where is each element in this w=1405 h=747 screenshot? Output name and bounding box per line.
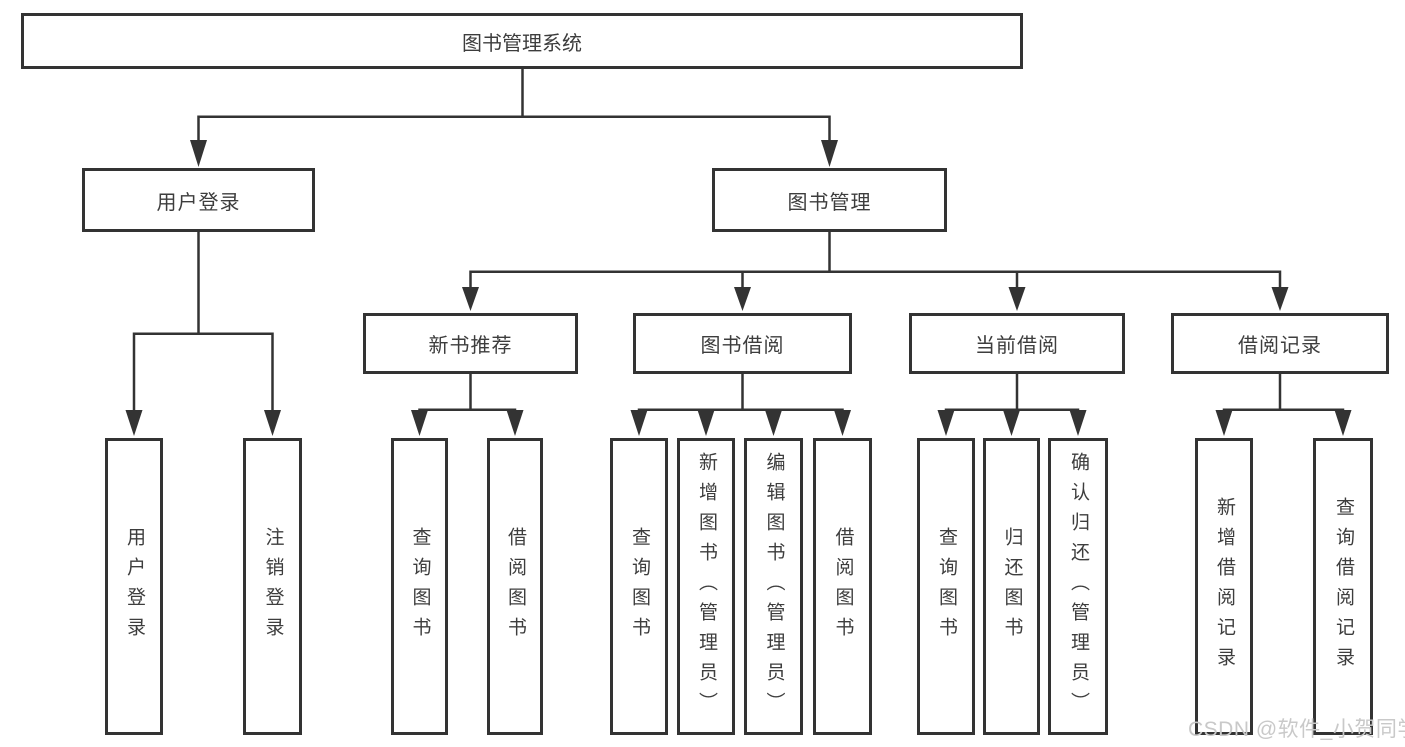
node-label: 注销登录 bbox=[262, 526, 284, 647]
arrowheads bbox=[125, 140, 1352, 436]
node-label: 图书管理系统 bbox=[462, 32, 582, 55]
arrow-head bbox=[1008, 287, 1026, 311]
node-book-management-system: 图书管理系统 bbox=[21, 13, 1023, 69]
arrow-head bbox=[411, 410, 428, 436]
node-label: 编辑图书（管理员） bbox=[763, 451, 785, 722]
connector-root-fork bbox=[197, 115, 831, 141]
arrow-head bbox=[506, 410, 524, 436]
node-label: 新书推荐 bbox=[428, 335, 513, 357]
connector-bookmgmt-fork bbox=[469, 270, 1282, 288]
node-logout-leaf: 注销登录 bbox=[243, 438, 302, 735]
arrow-head bbox=[834, 410, 851, 436]
arrow-head bbox=[1334, 410, 1352, 436]
node-label: 借阅记录 bbox=[1238, 335, 1322, 357]
arrow-head bbox=[190, 140, 207, 167]
connector-records-fork bbox=[1222, 408, 1345, 412]
node-label: 借阅图书 bbox=[505, 526, 526, 647]
arrow-head bbox=[462, 287, 479, 311]
node-new-book-recommend: 新书推荐 bbox=[363, 313, 578, 374]
arrow-head bbox=[1271, 287, 1289, 311]
connector-borrow-fork bbox=[637, 408, 844, 412]
node-edit-books-admin: 编辑图书（管理员） bbox=[744, 438, 803, 735]
arrow-head bbox=[937, 410, 955, 436]
node-label: 查询图书 bbox=[409, 526, 431, 647]
node-add-borrow-record: 新增借阅记录 bbox=[1195, 438, 1253, 735]
arrow-head bbox=[125, 410, 143, 436]
node-label: 查询借阅记录 bbox=[1333, 496, 1354, 677]
node-borrow-books-recommend: 借阅图书 bbox=[487, 438, 543, 735]
node-add-books-admin: 新增图书（管理员） bbox=[677, 438, 735, 735]
node-label: 归还图书 bbox=[1001, 526, 1023, 647]
node-book-borrow: 图书借阅 bbox=[633, 313, 852, 374]
connector-userlogin-fork bbox=[132, 332, 274, 411]
node-user-login-leaf: 用户登录 bbox=[105, 438, 163, 735]
node-user-login-branch: 用户登录 bbox=[82, 168, 315, 232]
node-label: 借阅图书 bbox=[832, 526, 854, 647]
node-label: 图书借阅 bbox=[700, 335, 785, 357]
node-label: 查询图书 bbox=[629, 526, 650, 647]
node-label: 查询图书 bbox=[936, 526, 957, 647]
arrow-head bbox=[264, 410, 281, 436]
node-book-management-branch: 图书管理 bbox=[712, 168, 947, 232]
node-query-books-recommend: 查询图书 bbox=[391, 438, 448, 735]
arrow-head bbox=[1069, 410, 1087, 436]
arrow-head bbox=[630, 410, 648, 436]
arrow-head bbox=[1003, 410, 1020, 436]
arrow-head bbox=[734, 287, 751, 311]
node-confirm-return-admin: 确认归还（管理员） bbox=[1048, 438, 1108, 735]
node-label: 用户登录 bbox=[156, 191, 241, 214]
arrow-head bbox=[765, 410, 782, 436]
arrow-head bbox=[821, 140, 838, 167]
node-query-books-borrow: 查询图书 bbox=[610, 438, 668, 735]
arrow-head bbox=[1215, 410, 1233, 436]
node-return-books: 归还图书 bbox=[983, 438, 1040, 735]
node-query-borrow-record: 查询借阅记录 bbox=[1313, 438, 1373, 735]
node-label: 当前借阅 bbox=[975, 335, 1059, 357]
node-label: 用户登录 bbox=[124, 526, 145, 647]
node-label: 确认归还（管理员） bbox=[1068, 451, 1089, 722]
node-current-borrow: 当前借阅 bbox=[909, 313, 1125, 374]
connector-recommend-fork bbox=[418, 408, 517, 412]
node-borrow-books: 借阅图书 bbox=[813, 438, 872, 735]
node-label: 图书管理 bbox=[787, 191, 872, 214]
node-borrow-records: 借阅记录 bbox=[1171, 313, 1389, 374]
arrow-head bbox=[697, 410, 715, 436]
node-label: 新增图书（管理员） bbox=[696, 451, 717, 722]
csdn-watermark: CSDN @软件_小贺同学 bbox=[1188, 718, 1405, 741]
node-label: 新增借阅记录 bbox=[1214, 496, 1235, 677]
node-query-books-current: 查询图书 bbox=[917, 438, 975, 735]
